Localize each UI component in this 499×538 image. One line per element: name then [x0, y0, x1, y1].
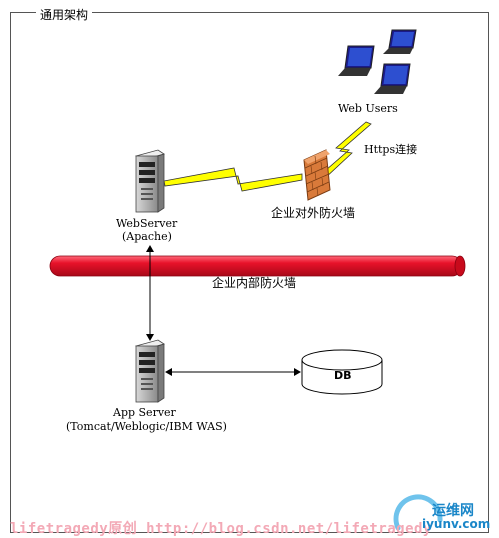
- https-link-label: Https连接: [364, 143, 418, 156]
- frame-title: 通用架构: [36, 6, 93, 23]
- webserver-label-line2: (Apache): [122, 230, 172, 243]
- app-server-label-line2: (Tomcat/Weblogic/IBM WAS): [66, 420, 227, 433]
- webserver-label-line1: WebServer: [116, 217, 178, 230]
- db-cylinder-icon: [301, 349, 383, 395]
- app-server-tower-icon: [135, 339, 165, 403]
- site-logo-name: 运维网: [432, 503, 474, 519]
- outer-firewall-label: 企业对外防火墙: [271, 206, 356, 220]
- outer-firewall-icon: [303, 149, 331, 201]
- frame-border: [10, 12, 489, 533]
- webserver-tower-icon: [135, 149, 165, 213]
- site-logo-icon: [393, 494, 443, 531]
- web-users-label: Web Users: [338, 102, 398, 115]
- db-label: DB: [334, 369, 352, 382]
- site-logo-url: iyunv.com: [422, 517, 491, 531]
- inner-firewall-pipe: [49, 255, 466, 277]
- web-users-laptops-icon: [338, 29, 417, 94]
- inner-firewall-label: 企业内部防火墙: [212, 276, 297, 290]
- app-server-label-line1: App Server: [113, 406, 176, 419]
- webserver-lightning-icon: [163, 167, 303, 192]
- watermark-text: lifetragedy原创 http://blog.csdn.net/lifet…: [10, 521, 432, 537]
